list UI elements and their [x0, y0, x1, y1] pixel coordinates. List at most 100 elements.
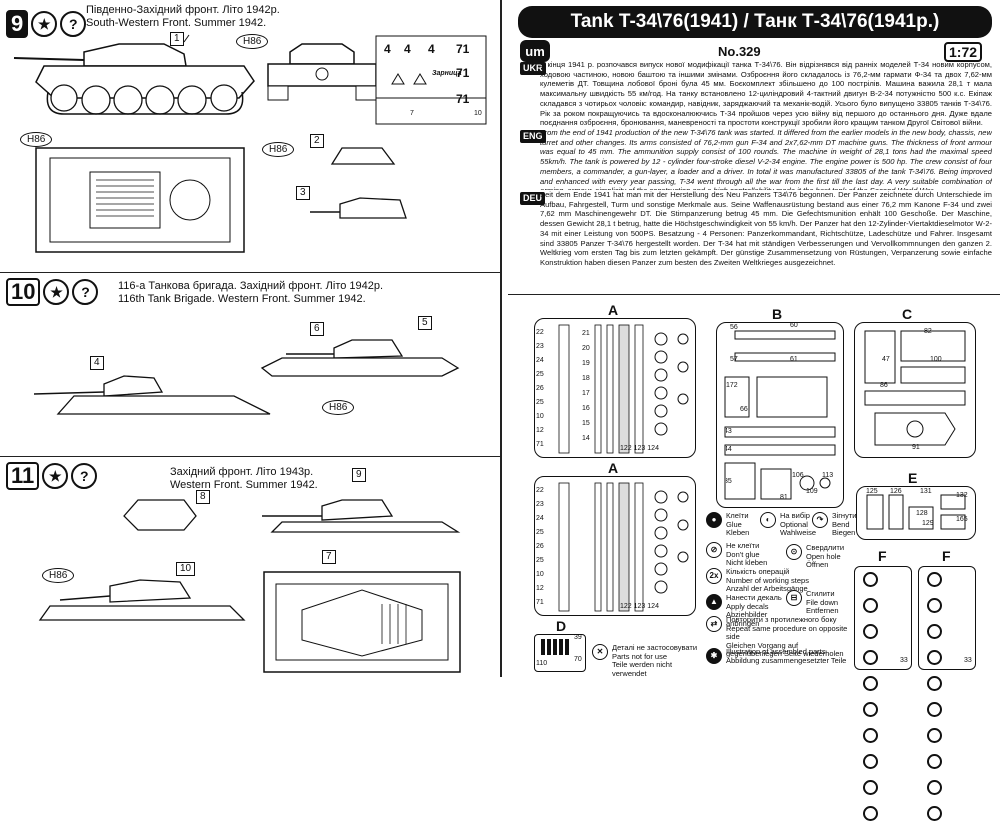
turret-detail-2 — [330, 147, 396, 165]
sprue-label: B — [772, 306, 783, 322]
part-number: 25 — [536, 371, 544, 378]
lang-tag-ukr: UKR — [520, 62, 546, 75]
part-number: 106 — [792, 472, 804, 479]
turret-top-view-11 — [123, 499, 197, 531]
text-deu: Seit dem Ende 1941 hat man mit der Herst… — [540, 190, 992, 267]
step-number: 11 — [6, 462, 40, 490]
sprue-A2-numbers: 22 23 24 25 26 25 10 12 71 — [536, 484, 550, 610]
sprue-E — [856, 486, 976, 540]
sprue-C-numbers: 82 47 100 86 91 — [860, 326, 970, 452]
step-11-header: 11 ★ ? — [6, 462, 98, 490]
sprue-A — [534, 318, 696, 458]
part-number: 128 — [916, 510, 928, 517]
decal-mark: 71 — [456, 66, 470, 80]
legend-de: Wahlweise — [780, 528, 816, 537]
drop-icon: ● — [706, 512, 722, 528]
part-number: 10 — [536, 571, 544, 578]
part-number: 16 — [582, 405, 590, 412]
callout-7: 7 — [322, 550, 336, 564]
decal-mark: 4 — [428, 42, 435, 56]
step-9-header: 9 ★ ? — [6, 10, 87, 38]
legend-en: Don't glue — [726, 549, 760, 559]
part-number: 20 — [582, 345, 590, 352]
part-number: 129 — [922, 520, 934, 527]
part-number: 33 — [964, 657, 972, 664]
callout-h86: H86 — [20, 132, 53, 147]
part-number: 18 — [582, 375, 590, 382]
lang-tag-eng: ENG — [520, 130, 546, 143]
caption-en: 116th Tank Brigade. Western Front. Summe… — [118, 293, 366, 305]
part-number: 25 — [536, 529, 544, 536]
decal-text: 10 — [474, 110, 482, 117]
part-number: 82 — [924, 328, 932, 335]
sprue-A-numbers: 22 23 24 25 26 25 10 12 71 — [536, 326, 550, 452]
tank-front-view-11 — [38, 579, 246, 621]
step-number: 10 — [6, 278, 41, 306]
callout-h86: H86 — [42, 568, 75, 583]
part-number: 25 — [536, 557, 544, 564]
legend-en: Parts not for use — [612, 651, 668, 661]
step-11-caption: Західний фронт. Літо 1943р. Western Fron… — [170, 466, 318, 492]
decal-text: 7 — [410, 110, 414, 117]
callout-3: 3 — [296, 186, 310, 200]
assembled-icon: ✱ — [706, 648, 722, 664]
part-number: 26 — [536, 543, 544, 550]
file-icon: ⊟ — [786, 590, 802, 606]
part-number: 22 — [536, 487, 544, 494]
legend-ua: Сгилити — [806, 589, 835, 598]
part-number: 123 — [633, 603, 646, 610]
sprue-label: F — [878, 548, 887, 564]
part-number: 109 — [806, 488, 818, 495]
callout-5: 5 — [418, 316, 432, 330]
part-number: 132 — [956, 492, 968, 499]
legend-ua: Illustration of assembled parts — [726, 647, 826, 656]
part-number: 12 — [536, 427, 544, 434]
tank-top-view-9 — [35, 147, 245, 253]
decal-mark: 71 — [456, 92, 470, 106]
part-number: 17 — [582, 390, 590, 397]
bend-icon: ↷ — [812, 512, 828, 528]
track-rings — [921, 569, 973, 829]
part-number: 66 — [740, 406, 748, 413]
legend-en: File down — [806, 597, 839, 607]
part-number: 126 — [890, 488, 902, 495]
right-divider — [508, 294, 1000, 295]
part-number: 172 — [726, 382, 738, 389]
sprue-label: E — [908, 470, 918, 486]
legend-ua: Повторити з протилежного боку — [726, 615, 837, 624]
sprue-C — [854, 322, 976, 458]
part-number: 10 — [536, 413, 544, 420]
tank-rear-view-9 — [267, 43, 377, 101]
legend-ua: Не клеїти — [726, 541, 760, 550]
sprue-D — [534, 634, 586, 672]
sprue-A-mid-numbers: 21 20 19 18 17 16 15 14 — [582, 326, 594, 452]
legend-en: Bend — [832, 519, 850, 529]
part-number: 125 — [866, 488, 878, 495]
part-number: 81 — [780, 494, 788, 501]
star-icon: ★ — [31, 11, 58, 37]
sprue-F-second — [918, 566, 976, 821]
legend-de: Gleichen Vorgang auf gegenüberliegen Sei… — [726, 640, 844, 658]
part-number: 56 — [730, 324, 738, 331]
part-number: 23 — [536, 343, 544, 350]
part-number: 122 — [620, 603, 632, 610]
legend-de: Abziehbilder anbringen — [726, 610, 768, 628]
step-9-caption: Південно-Західний фронт. Літо 1942р. Sou… — [86, 4, 280, 30]
sprue-label: C — [902, 306, 913, 322]
part-number: 100 — [930, 356, 942, 363]
callout-h86: H86 — [262, 142, 295, 157]
text-ukr: З кінця 1941 р. розпочався випуск нової … — [540, 60, 992, 128]
brand-logo: um — [520, 40, 550, 62]
part-number: 86 — [880, 382, 888, 389]
center-divider — [500, 0, 502, 677]
sprue-B-numbers: 56 60 57 61 172 66 43 44 35 81 109 106 1… — [726, 322, 836, 502]
step-10-header: 10 ★ ? — [6, 278, 99, 306]
callout-1: 1 — [170, 32, 184, 46]
sprue-E-numbers: 125 126 128 129 131 132 165 — [860, 488, 974, 538]
part-number: 110 — [536, 660, 548, 667]
